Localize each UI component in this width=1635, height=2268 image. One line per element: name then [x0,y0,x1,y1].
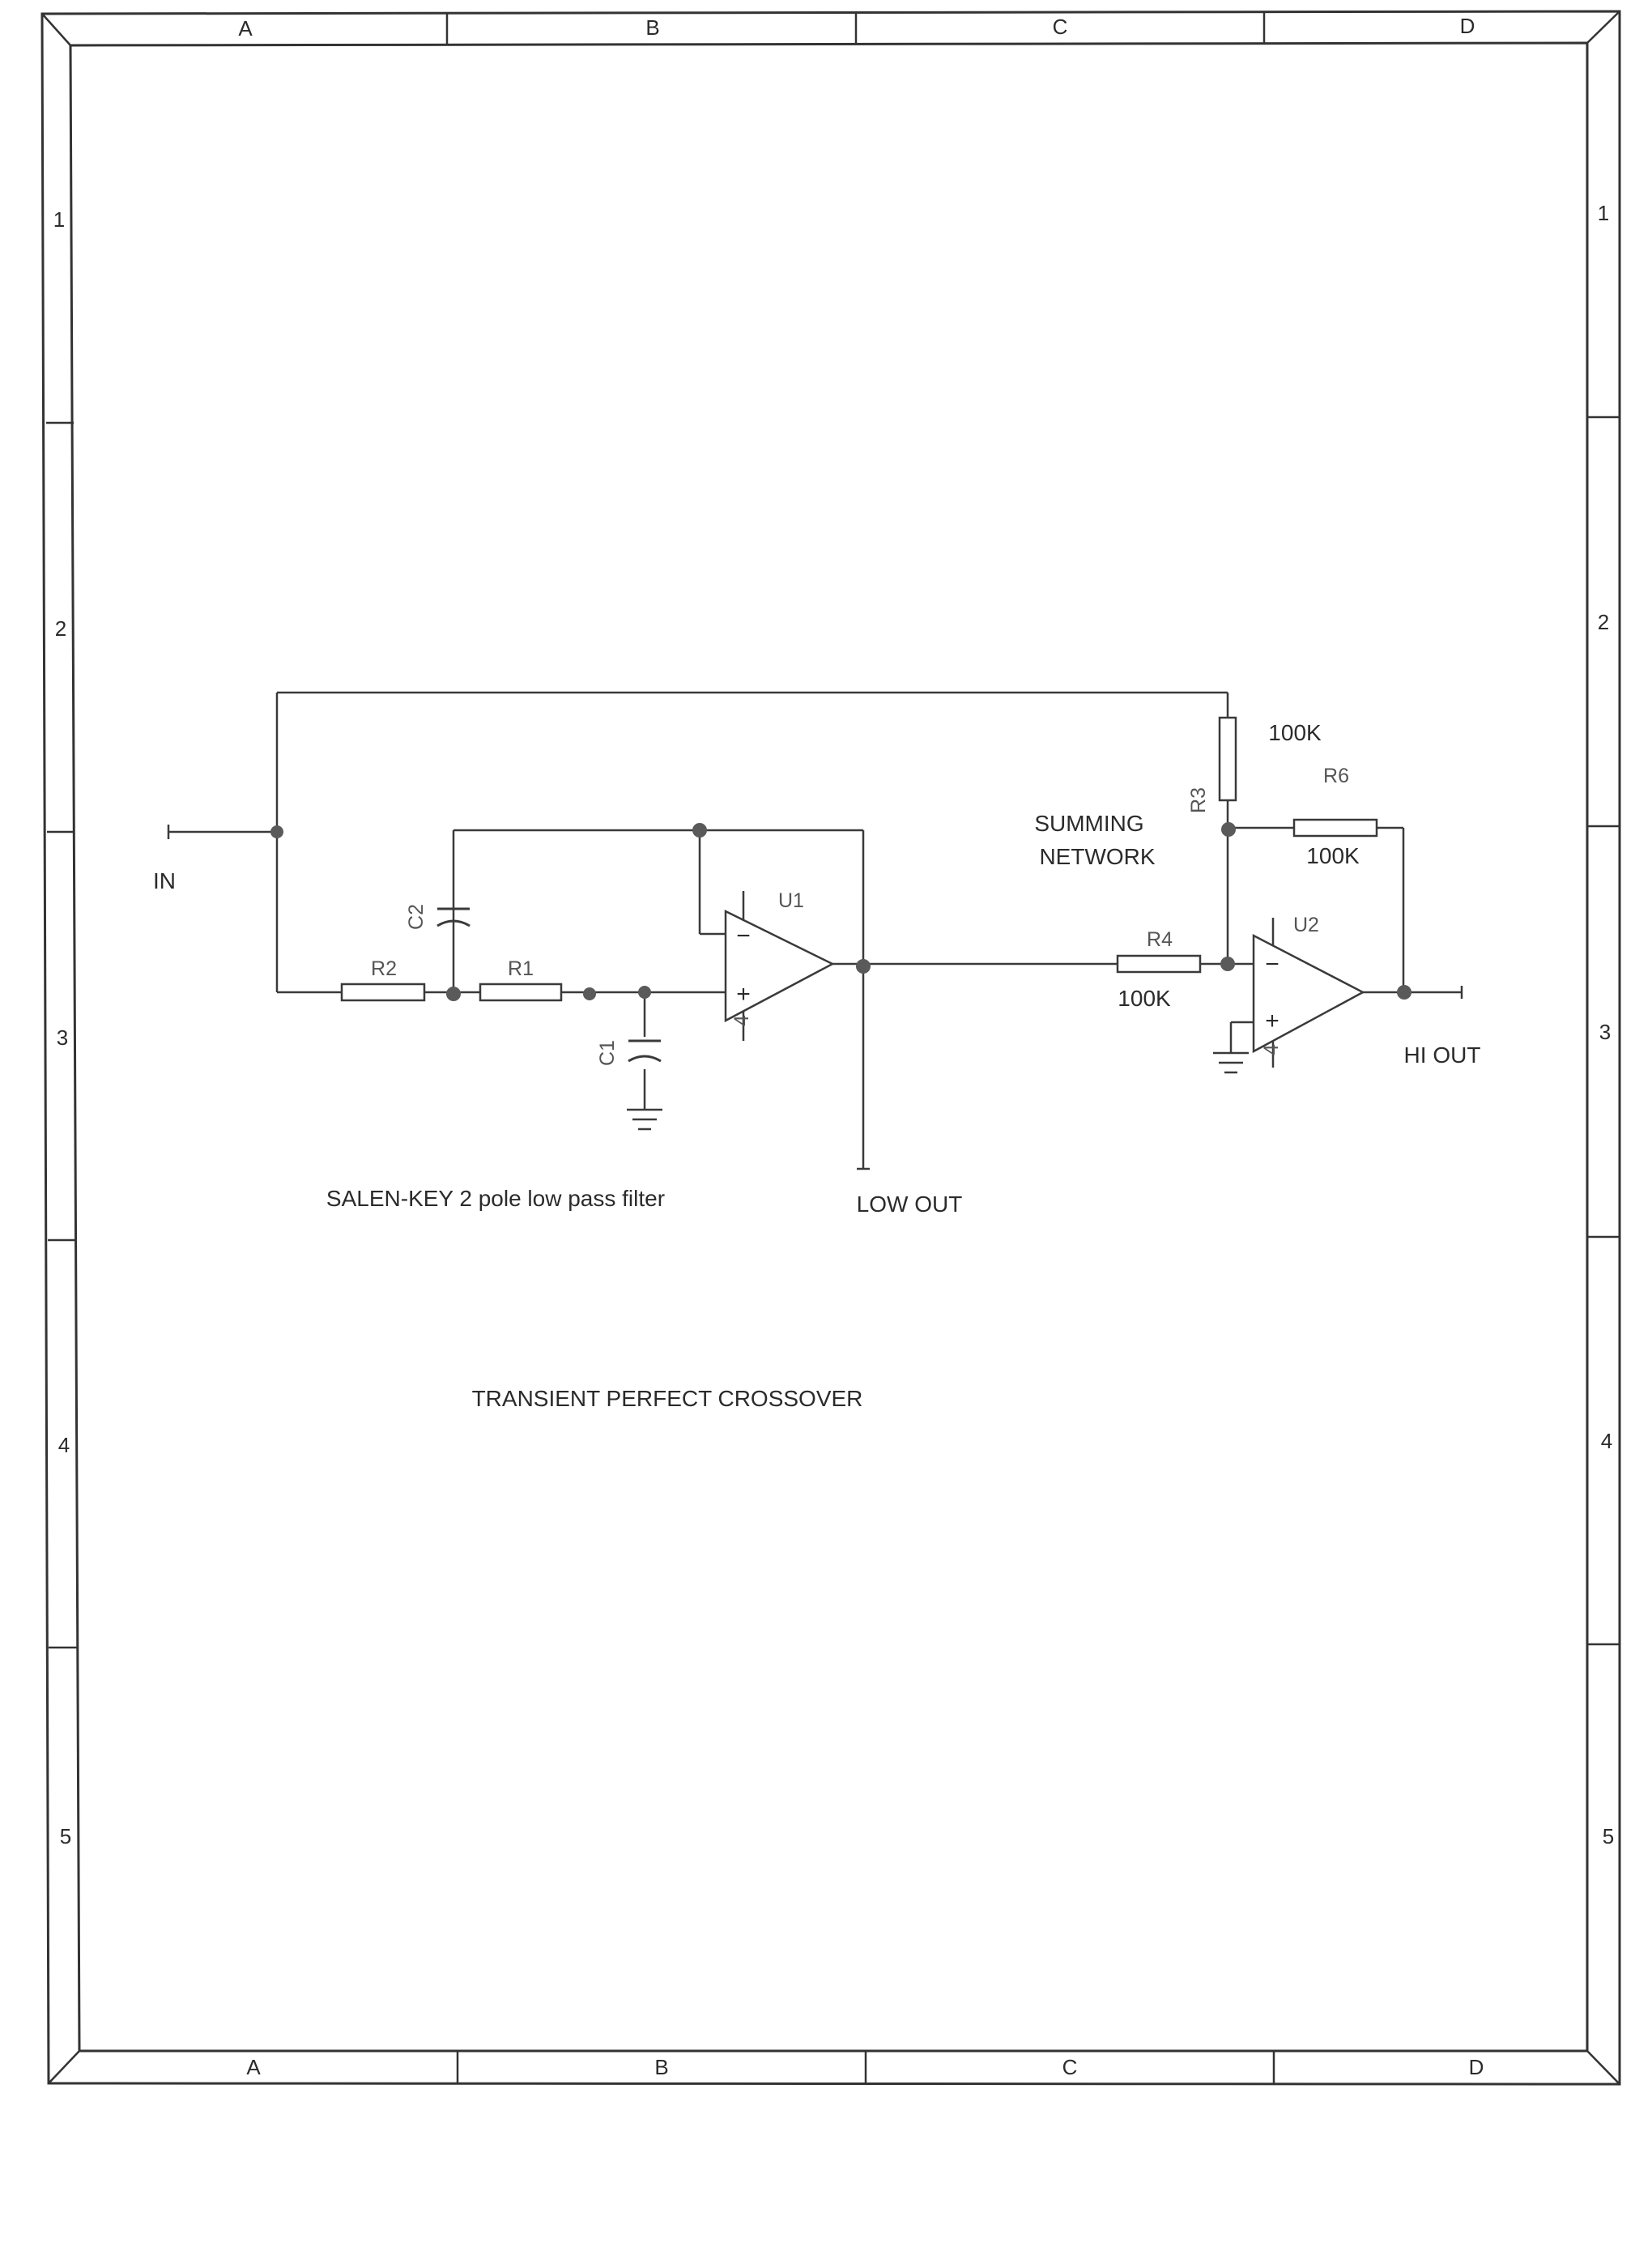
label-in: IN [153,868,176,893]
label-u2: U2 [1293,914,1319,936]
zone-col-top-c: C [1053,15,1068,39]
zone-row-left-4: 4 [58,1433,70,1457]
opamp-u1-body [724,909,835,1023]
zone-row-right-4: 4 [1601,1429,1612,1453]
ground-symbol-c1 [627,1108,662,1131]
label-c2: C2 [405,904,428,930]
junction-u2-minus [1220,957,1235,971]
zone-row-left-5: 5 [60,1824,71,1848]
frame-corner-br [1586,2050,1620,2085]
junctions [270,822,1411,1001]
junction-c1 [638,986,651,999]
ground-symbol-u2 [1213,1051,1249,1074]
zone-col-bottom-a: A [246,2055,261,2079]
capacitor-c1 [628,1039,662,1063]
opamp-u2-pin-4: 4 [1260,1044,1283,1055]
value-r4: 100K [1118,986,1171,1011]
drawing-frame: A B C D A B C D 1 2 3 4 5 1 2 3 4 5 [40,10,1621,2086]
frame-corner-tl [41,13,71,46]
zone-col-top-b: B [645,15,659,40]
resistor-r4 [1116,954,1202,974]
resistor-r1 [479,983,563,1002]
label-hi-out: HI OUT [1404,1042,1481,1068]
opamp-u1-pin-4: 4 [730,1015,753,1026]
frame-corner-tr [1586,11,1620,44]
junction-u1-feedback [692,823,707,838]
capacitor-c2-plate-bottom [436,919,470,927]
opamp-u1-plus-sign: + [736,981,751,1008]
junction-r2-r1 [446,987,461,1001]
label-r3: R3 [1187,787,1210,813]
label-u1: U1 [778,889,804,912]
zone-col-bottom-d: D [1469,2055,1484,2079]
label-r1: R1 [508,957,534,980]
zone-col-top-a: A [238,16,253,40]
opamp-u2-body [1252,933,1365,1054]
schematic-title: TRANSIENT PERFECT CROSSOVER [472,1386,863,1411]
label-network: NETWORK [1039,844,1155,869]
label-low-out: LOW OUT [857,1192,963,1217]
zone-row-left-3: 3 [57,1025,68,1050]
junction-input [270,825,283,838]
resistor-r6 [1292,818,1378,838]
zone-row-left-1: 1 [53,207,65,232]
resistor-r3 [1218,716,1237,802]
zone-row-right-3: 3 [1599,1020,1611,1044]
capacitor-c2 [436,907,470,927]
opamp-u2-plus-sign: + [1265,1008,1279,1034]
resistor-r2 [340,983,426,1002]
zone-col-bottom-c: C [1062,2055,1078,2079]
label-r4: R4 [1147,928,1173,951]
label-summing: SUMMING [1034,811,1143,836]
wires [167,691,1463,1170]
junction-r1-node [583,987,596,1000]
frame-corner-bl [48,2050,80,2084]
frame-inner-border [69,41,1589,2053]
zone-row-right-2: 2 [1598,610,1609,634]
label-r6: R6 [1323,765,1349,787]
junction-u1-out [856,959,871,974]
value-r6: 100K [1306,843,1360,868]
opamp-u2: − + 4 [1252,918,1365,1068]
capacitor-c1-plate-bottom [628,1055,662,1063]
zone-row-right-5: 5 [1603,1824,1614,1848]
value-r3: 100K [1268,720,1322,745]
junction-r3-r6 [1221,822,1236,837]
zone-row-left-2: 2 [55,616,66,641]
opamp-u2-minus-sign: − [1265,951,1279,978]
label-r2: R2 [371,957,397,980]
filter-caption: SALEN-KEY 2 pole low pass filter [326,1186,665,1211]
junction-hi-out [1397,985,1411,1000]
frame-outer-border [40,10,1621,2086]
zone-col-bottom-b: B [654,2055,668,2079]
opamp-u1: − + 4 [724,891,835,1041]
opamp-u1-minus-sign: − [736,923,751,949]
zone-row-right-1: 1 [1598,201,1609,225]
zone-col-top-d: D [1460,14,1475,38]
label-c1: C1 [596,1040,619,1066]
